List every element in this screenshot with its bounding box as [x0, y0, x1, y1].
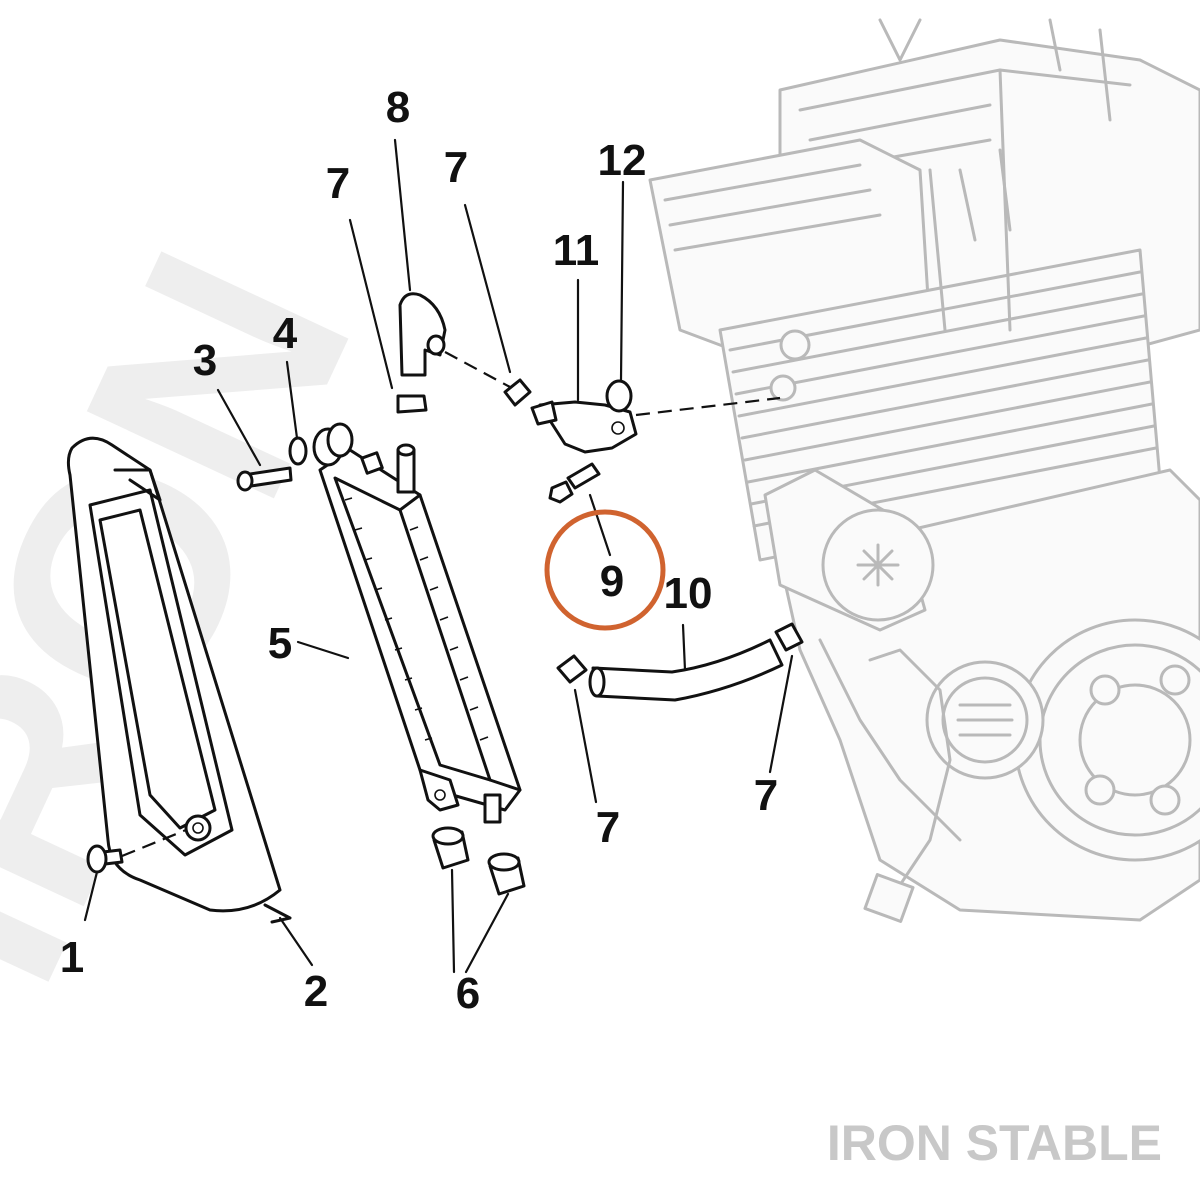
bolt-part-3 — [236, 466, 293, 492]
assembly-line-fitting — [635, 396, 781, 417]
lower-hose-part-10 — [588, 638, 784, 702]
washer-part-4 — [288, 436, 308, 466]
bolt-part-9 — [548, 462, 601, 504]
grommets-part-6 — [431, 826, 526, 896]
clamp-part-7a — [396, 394, 428, 414]
callout-11: 11 — [553, 226, 600, 275]
clamp-part-7b — [503, 378, 532, 407]
callout-1: 1 — [60, 933, 84, 982]
o-ring-part-12 — [605, 379, 633, 413]
clamp-part-7d — [774, 622, 804, 652]
oil-cooler-part-5 — [312, 422, 522, 824]
callout-labels: 1 2 3 4 5 6 7 7 7 7 8 9 10 11 12 — [60, 83, 778, 1018]
assembly-line-hose — [444, 351, 511, 388]
callout-7-lower-left: 7 — [596, 803, 620, 852]
callout-12: 12 — [598, 136, 647, 185]
callout-7-lower-right: 7 — [754, 771, 778, 820]
leader-lines — [83, 138, 794, 974]
callout-2: 2 — [304, 967, 328, 1016]
fitting-part-11 — [530, 400, 638, 454]
callout-8: 8 — [386, 83, 410, 132]
callout-10: 10 — [664, 569, 713, 618]
callout-7-upper-right: 7 — [444, 143, 468, 192]
callout-4: 4 — [273, 309, 298, 358]
callout-7-upper-left: 7 — [326, 159, 350, 208]
callout-3: 3 — [193, 336, 217, 385]
callout-5: 5 — [268, 619, 292, 668]
highlight-circle — [544, 509, 666, 631]
callout-9: 9 — [600, 557, 624, 606]
radiator-cover — [66, 436, 292, 924]
upper-hose-part-8 — [398, 292, 447, 377]
brand-logo-text: IRON STABLE — [827, 1115, 1162, 1171]
callout-6: 6 — [456, 969, 480, 1018]
clamp-part-7c — [556, 654, 588, 684]
engine-illustration — [648, 18, 1200, 923]
assembly-line-1 — [121, 828, 187, 858]
